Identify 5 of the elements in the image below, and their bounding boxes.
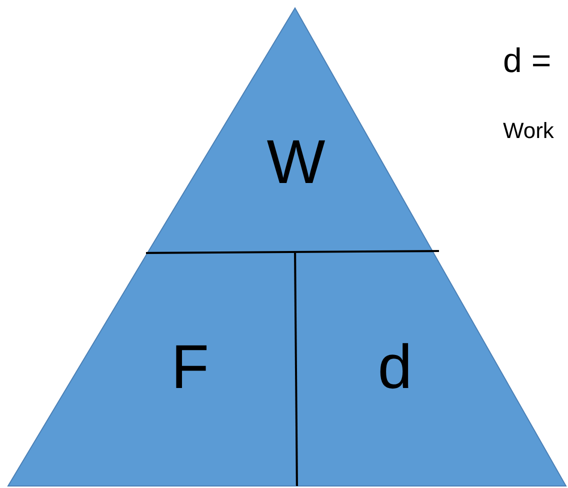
- variable-letter: F: [171, 337, 209, 399]
- variable-letter: W: [266, 132, 326, 194]
- formula-text: d =: [503, 44, 552, 78]
- variable-letter: d: [378, 337, 412, 399]
- note-text: Work: [503, 120, 554, 142]
